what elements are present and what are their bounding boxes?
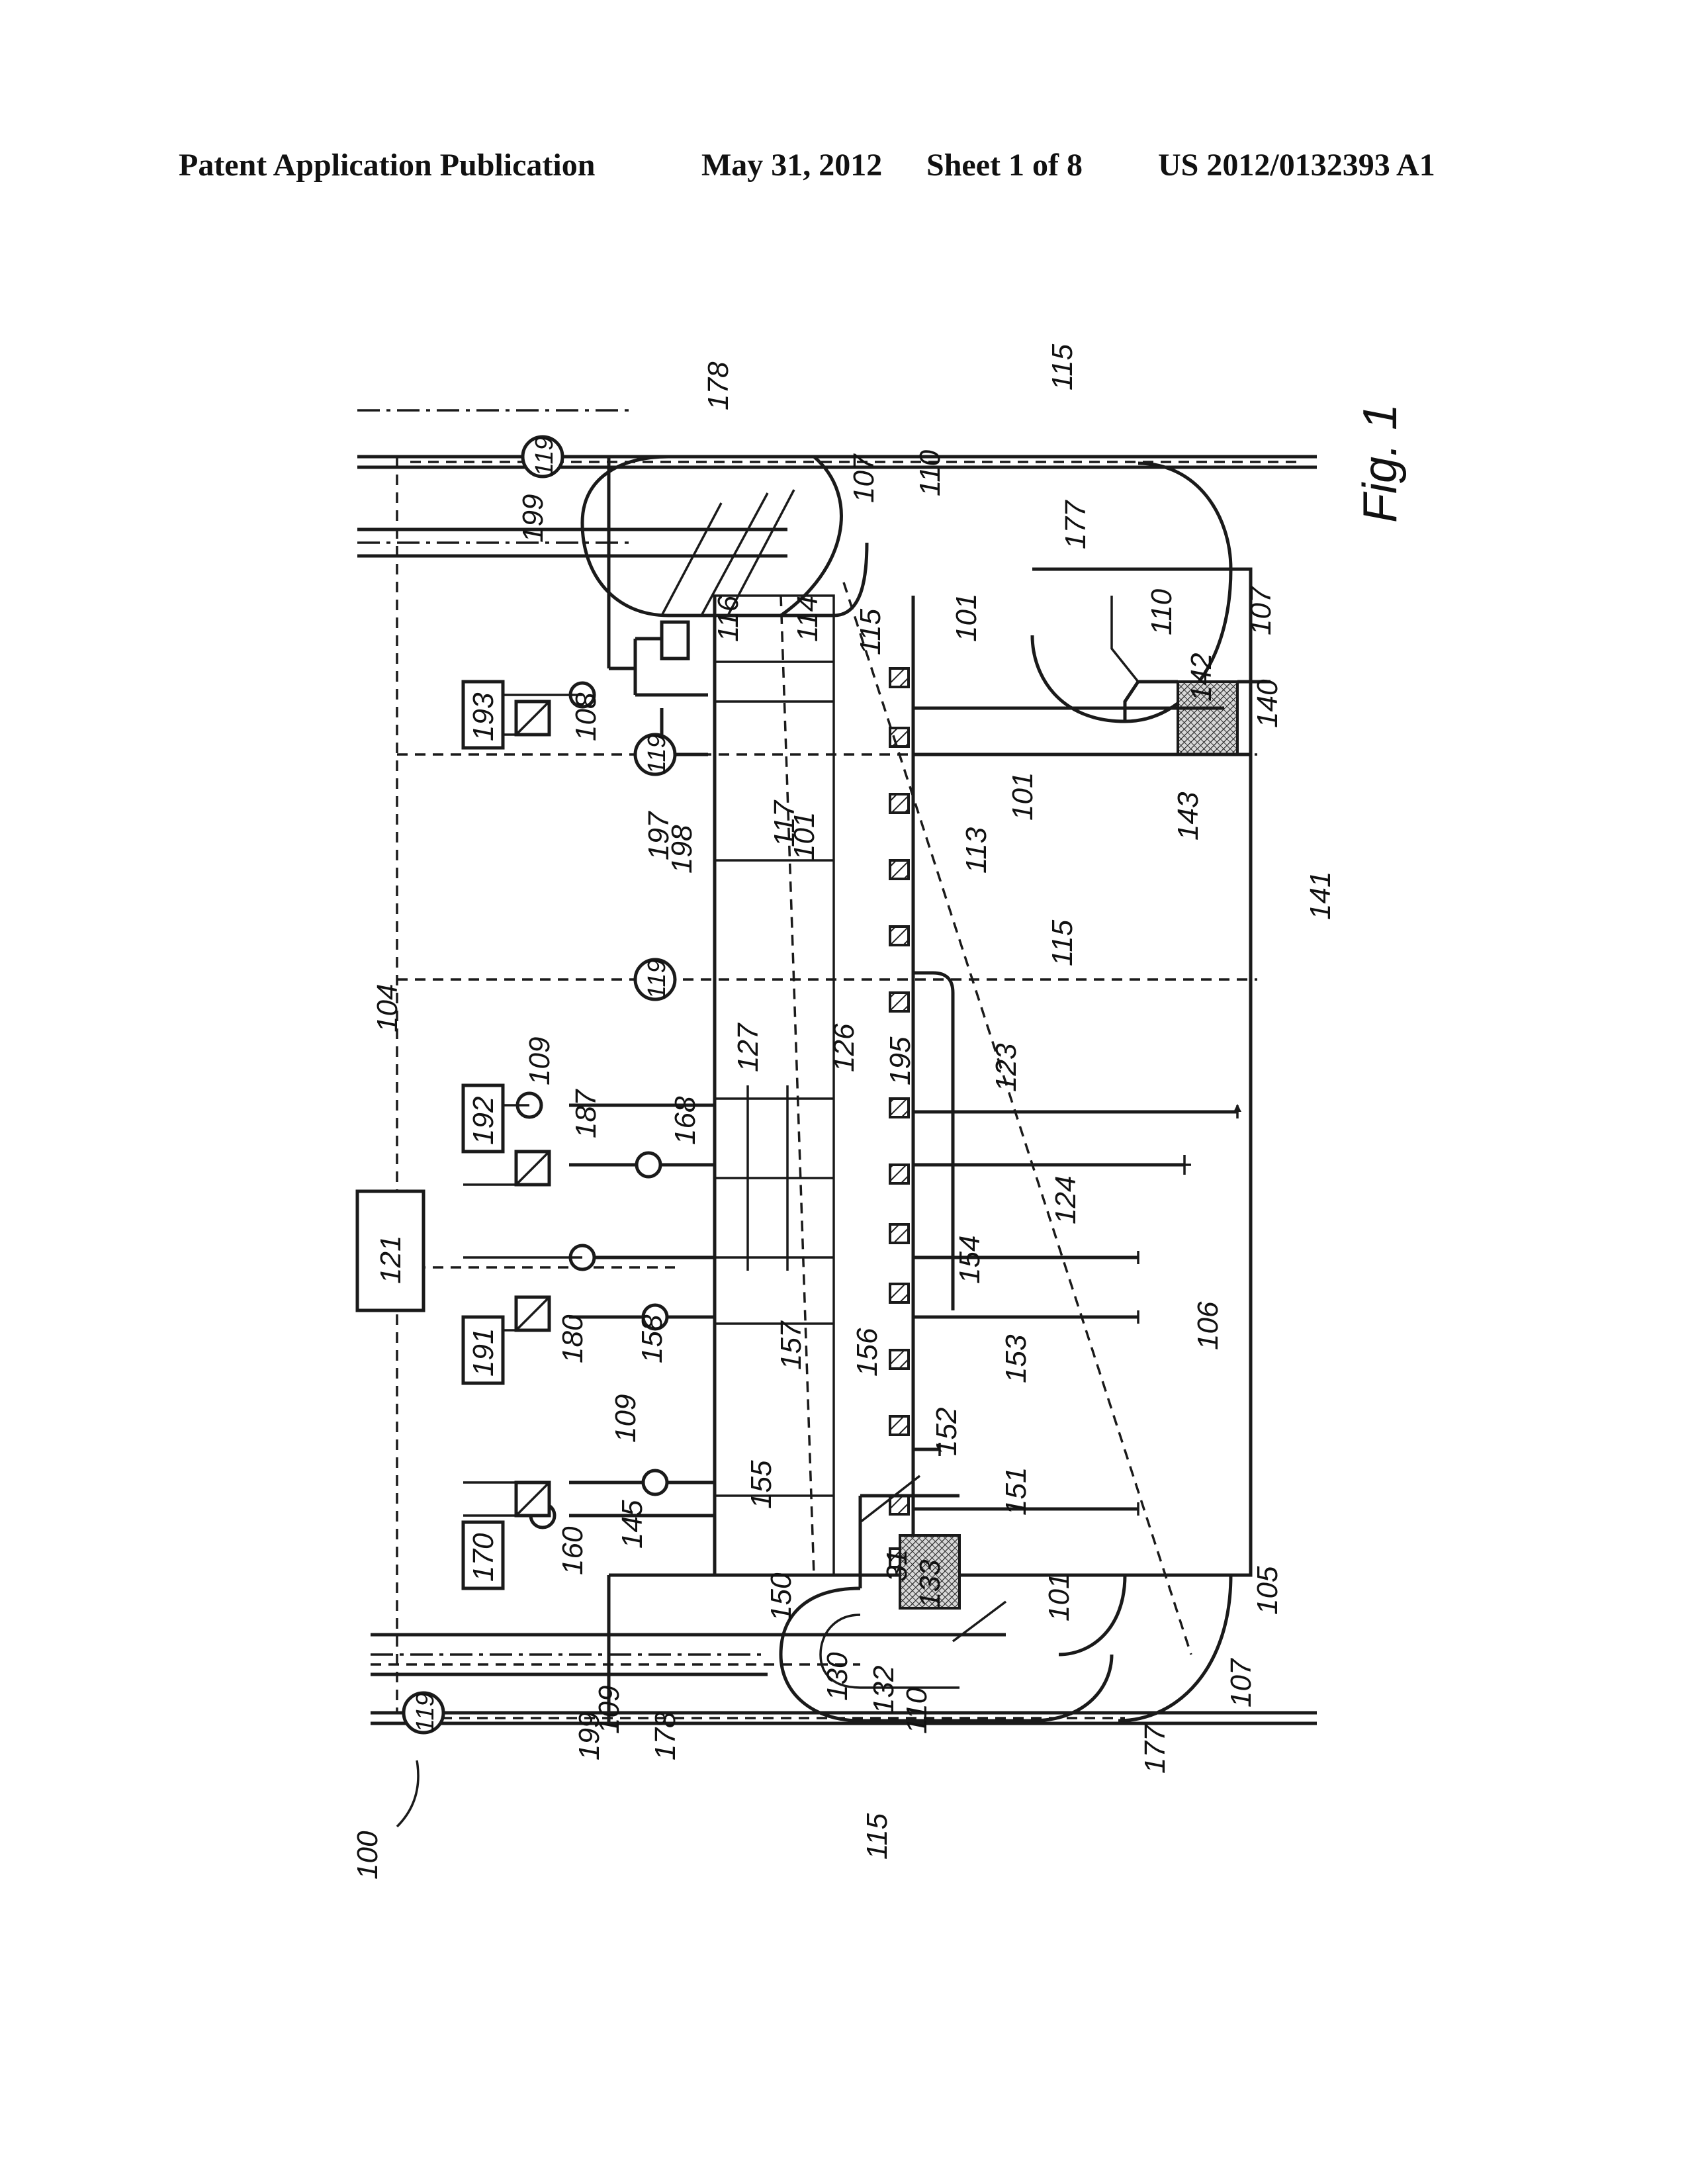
lower-right-loop — [1032, 463, 1231, 1721]
label-108: 108 — [570, 692, 602, 741]
label-116: 116 — [712, 595, 744, 642]
label-119-b: 119 — [643, 734, 671, 774]
formation-outline — [715, 569, 1251, 1575]
label-107-b: 107 — [1245, 586, 1277, 635]
label-124: 124 — [1049, 1176, 1082, 1224]
label-31: 31 — [881, 1549, 913, 1582]
label-152: 152 — [930, 1408, 963, 1456]
label-198: 198 — [666, 825, 698, 874]
label-133: 133 — [914, 1559, 946, 1608]
label-109-a: 109 — [593, 1686, 625, 1734]
label-100: 100 — [351, 1831, 384, 1880]
label-110-c: 110 — [901, 1687, 933, 1734]
label-157: 157 — [775, 1320, 807, 1370]
label-151: 151 — [1000, 1467, 1032, 1516]
figure-caption: Fig. 1 — [1354, 404, 1407, 523]
label-115-a: 115 — [1046, 343, 1079, 390]
label-115-d: 115 — [861, 1813, 893, 1860]
label-193: 193 — [467, 692, 500, 741]
label-126: 126 — [828, 1023, 860, 1072]
leader-100 — [397, 1760, 418, 1827]
label-130: 130 — [821, 1652, 854, 1701]
label-160: 160 — [557, 1526, 589, 1575]
label-115-c: 115 — [1046, 919, 1079, 966]
label-110-b: 110 — [1145, 588, 1178, 635]
labels: 100 104 105 106 121 170 191 192 193 199 … — [351, 343, 1407, 1880]
label-119-c: 119 — [643, 959, 671, 999]
label-114: 114 — [791, 596, 824, 642]
label-110-a: 110 — [914, 449, 946, 496]
label-150: 150 — [765, 1572, 797, 1621]
label-141: 141 — [1304, 872, 1337, 920]
label-177-b: 177 — [1139, 1724, 1171, 1774]
label-177-a: 177 — [1059, 500, 1092, 549]
label-199-a: 199 — [517, 494, 549, 543]
label-121: 121 — [375, 1236, 407, 1284]
label-140: 140 — [1251, 679, 1284, 728]
label-195: 195 — [884, 1036, 916, 1085]
label-153: 153 — [1000, 1334, 1032, 1383]
label-155: 155 — [745, 1460, 778, 1509]
label-143: 143 — [1172, 792, 1204, 841]
label-109-c: 109 — [523, 1037, 556, 1085]
label-142: 142 — [1185, 653, 1218, 702]
label-101-a: 101 — [788, 812, 821, 860]
label-113: 113 — [960, 827, 993, 874]
label-123: 123 — [990, 1043, 1022, 1092]
label-192: 192 — [467, 1097, 500, 1145]
label-109-b: 109 — [609, 1394, 642, 1443]
label-156: 156 — [851, 1328, 883, 1377]
label-104: 104 — [371, 984, 404, 1032]
label-145: 145 — [616, 1500, 648, 1549]
label-119-d: 119 — [412, 1692, 439, 1733]
label-107-a: 107 — [848, 453, 880, 503]
label-105: 105 — [1251, 1566, 1284, 1615]
label-119-a: 119 — [531, 436, 558, 477]
label-158: 158 — [636, 1314, 668, 1363]
label-115-b: 115 — [854, 608, 887, 655]
label-107-c: 107 — [1225, 1658, 1257, 1707]
label-101-c: 101 — [1006, 772, 1039, 821]
label-132: 132 — [868, 1666, 900, 1714]
label-180: 180 — [557, 1314, 589, 1363]
label-191: 191 — [467, 1328, 500, 1377]
label-170: 170 — [467, 1533, 500, 1582]
label-106: 106 — [1192, 1301, 1224, 1350]
label-168: 168 — [669, 1096, 701, 1145]
label-101-d: 101 — [1043, 1573, 1075, 1621]
label-187: 187 — [570, 1089, 602, 1138]
label-178-b: 178 — [649, 1711, 682, 1760]
label-154: 154 — [954, 1236, 986, 1284]
label-127: 127 — [732, 1023, 764, 1072]
label-101-b: 101 — [950, 594, 983, 642]
right-pipe-string — [357, 410, 1317, 556]
label-178-a: 178 — [702, 361, 735, 410]
